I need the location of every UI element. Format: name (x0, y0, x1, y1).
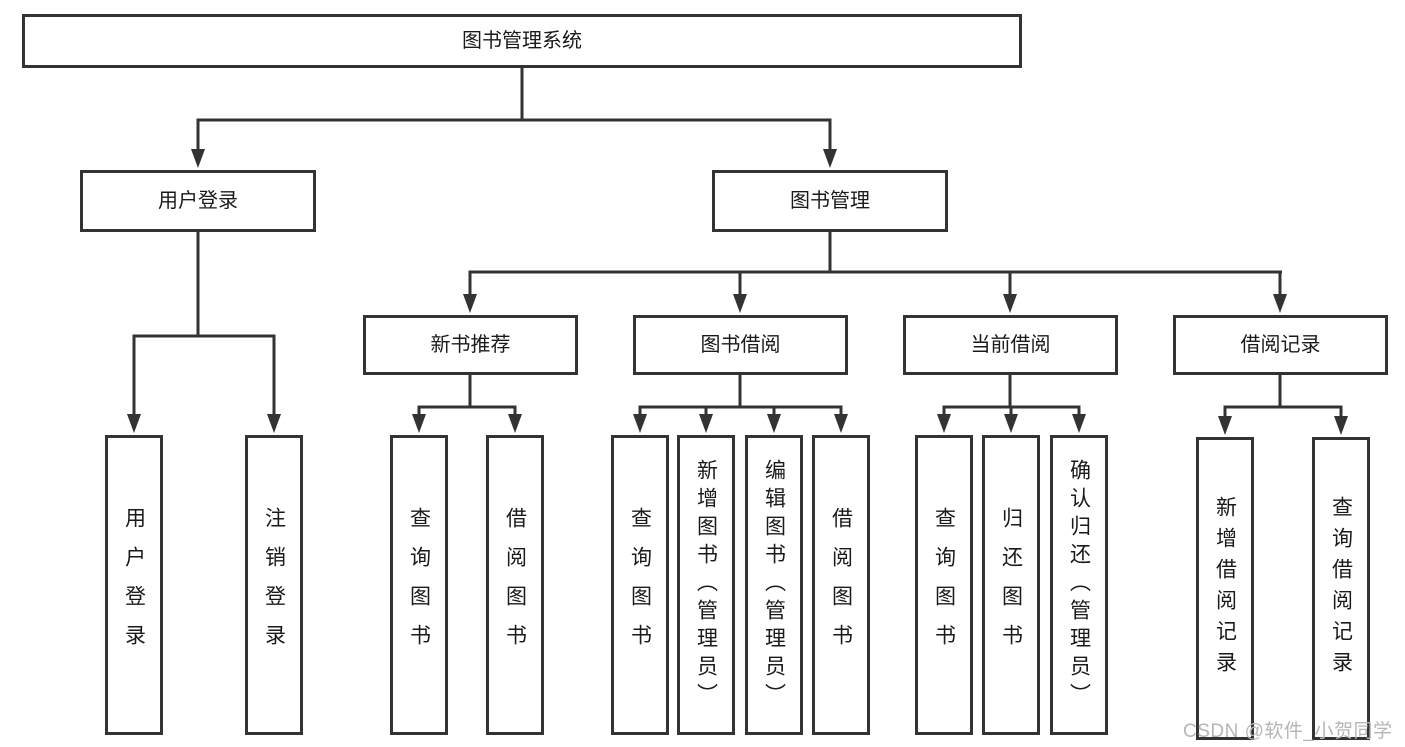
arrow-down-icon (463, 294, 477, 313)
leaf-add-books-admin: 新增图书（管理员） (677, 435, 735, 735)
arrow-down-icon (733, 294, 747, 313)
node-current-borrow: 当前借阅 (903, 315, 1118, 375)
node-label: 图书管理系统 (462, 30, 582, 52)
node-label: 新增借阅记录 (1213, 495, 1237, 682)
node-book-management: 图书管理 (712, 170, 948, 232)
arrow-down-icon (633, 414, 647, 433)
leaf-query-books-current: 查询图书 (915, 435, 973, 735)
arrow-down-icon (127, 414, 141, 433)
node-label: 查询图书 (407, 507, 431, 663)
leaf-return-books: 归还图书 (982, 435, 1040, 735)
node-label: 图书借阅 (700, 334, 781, 356)
arrow-down-icon (1003, 294, 1017, 313)
node-label: 注销登录 (262, 507, 286, 663)
node-label: 借阅图书 (829, 507, 853, 663)
arrow-down-icon (412, 414, 426, 433)
node-label: 当前借阅 (970, 334, 1051, 356)
arrow-down-icon (1004, 414, 1018, 433)
node-label: 借阅记录 (1240, 334, 1321, 356)
node-label: 查询图书 (628, 507, 652, 663)
arrow-down-icon (834, 414, 848, 433)
node-label: 借阅图书 (503, 507, 527, 663)
node-label: 确认归还（管理员） (1067, 459, 1091, 711)
node-label: 新书推荐 (430, 334, 511, 356)
leaf-logout: 注销登录 (245, 435, 303, 735)
connector-root-to-level2 (191, 68, 837, 168)
arrow-down-icon (823, 149, 837, 168)
connector-login-to-leaves (127, 232, 281, 433)
arrow-down-icon (937, 414, 951, 433)
arrow-down-icon (508, 414, 522, 433)
connector-recommend-to-leaves (412, 375, 522, 433)
connector-current-to-leaves (937, 375, 1086, 433)
node-label: 查询图书 (932, 507, 956, 663)
node-new-book-recommend: 新书推荐 (363, 315, 578, 375)
arrow-down-icon (1334, 416, 1348, 435)
leaf-add-borrow-record: 新增借阅记录 (1196, 437, 1254, 740)
arrow-down-icon (699, 414, 713, 433)
leaf-borrow-books-recommend: 借阅图书 (486, 435, 544, 735)
node-user-login: 用户登录 (80, 170, 316, 232)
connector-records-to-leaves (1218, 375, 1348, 435)
arrow-down-icon (767, 414, 781, 433)
connector-management-to-level3 (463, 232, 1287, 313)
leaf-borrow-books: 借阅图书 (812, 435, 870, 735)
arrow-down-icon (1072, 414, 1086, 433)
node-label: 归还图书 (999, 507, 1023, 663)
arrow-down-icon (191, 149, 205, 168)
leaf-query-borrow-record: 查询借阅记录 (1312, 437, 1370, 740)
node-label: 图书管理 (790, 190, 870, 212)
node-label: 新增图书（管理员） (694, 459, 718, 711)
leaf-edit-books-admin: 编辑图书（管理员） (745, 435, 803, 735)
arrow-down-icon (1218, 416, 1232, 435)
node-label: 用户登录 (158, 190, 238, 212)
node-label: 编辑图书（管理员） (762, 459, 786, 711)
node-label: 查询借阅记录 (1329, 495, 1353, 682)
leaf-confirm-return-admin: 确认归还（管理员） (1050, 435, 1108, 735)
csdn-watermark: CSDN @软件_小贺同学 (1183, 721, 1393, 742)
arrow-down-icon (1273, 294, 1287, 313)
arrow-down-icon (267, 414, 281, 433)
leaf-user-login: 用户登录 (105, 435, 163, 735)
leaf-query-books-recommend: 查询图书 (390, 435, 448, 735)
node-system-root: 图书管理系统 (22, 14, 1022, 68)
connector-borrow-to-leaves (633, 375, 848, 433)
node-book-borrow: 图书借阅 (633, 315, 848, 375)
node-borrow-records: 借阅记录 (1173, 315, 1388, 375)
leaf-query-books-borrow: 查询图书 (611, 435, 669, 735)
node-label: 用户登录 (122, 507, 146, 663)
